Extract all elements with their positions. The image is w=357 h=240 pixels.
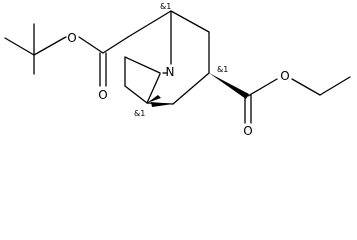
- oxygen-atom-carbonyl-right: O: [243, 124, 252, 138]
- bond: [247, 78, 278, 97]
- molecule-structure: O O N O O &1 &1 &1: [4, 2, 351, 138]
- wedge-bond: [151, 102, 173, 107]
- bond: [319, 76, 351, 96]
- bond: [124, 85, 148, 104]
- bond: [172, 72, 210, 105]
- bond: [127, 10, 172, 38]
- bond: [170, 10, 210, 33]
- bond: [146, 73, 161, 104]
- tert-butyl-group: [4, 23, 65, 75]
- stereo-label-c1: &1: [160, 2, 171, 11]
- bond: [33, 37, 65, 56]
- tropane-core: [124, 10, 210, 107]
- right-ester-group: [209, 73, 351, 124]
- bond: [102, 36, 129, 54]
- bond: [291, 78, 321, 96]
- bond: [4, 37, 35, 56]
- bond: [63, 36, 67, 39]
- left-ester-group: [63, 36, 129, 87]
- nitrogen-atom-bridge: N: [166, 65, 175, 79]
- bond: [124, 56, 161, 74]
- oxygen-atom-carbonyl-left: O: [98, 88, 107, 102]
- wedge-bond: [147, 95, 161, 103]
- oxygen-atom-ester-right: O: [280, 69, 289, 83]
- stereo-label-c3: &1: [217, 65, 228, 74]
- wedge-bond: [209, 73, 249, 99]
- bond: [78, 36, 104, 54]
- stereo-label-c5: &1: [134, 109, 145, 118]
- oxygen-atom-ester-left: O: [67, 31, 76, 45]
